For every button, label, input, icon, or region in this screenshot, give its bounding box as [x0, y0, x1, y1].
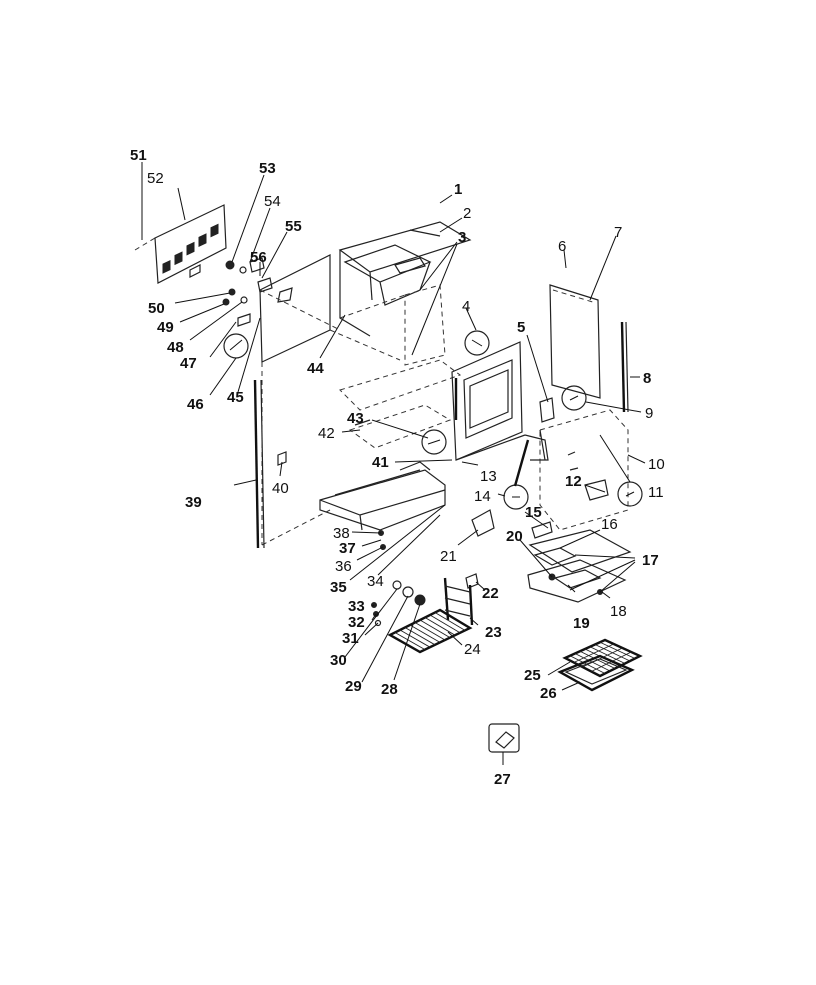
- label-39: 39: [185, 494, 202, 511]
- label-2: 2: [463, 205, 471, 222]
- label-7: 7: [614, 224, 622, 241]
- label-34: 34: [367, 573, 384, 590]
- trim-strip-left: [253, 379, 287, 549]
- label-8: 8: [643, 370, 651, 387]
- label-38: 38: [333, 525, 350, 542]
- label-40: 40: [272, 480, 289, 497]
- label-9: 9: [645, 405, 653, 422]
- label-56: 56: [250, 249, 267, 266]
- label-29: 29: [345, 678, 362, 695]
- label-46: 46: [187, 396, 204, 413]
- door-hinge: [524, 397, 555, 461]
- label-22: 22: [482, 585, 499, 602]
- leader-lines: [141, 162, 646, 765]
- cabinet-frame: [259, 254, 401, 546]
- label-21: 21: [440, 548, 457, 565]
- label-48: 48: [167, 339, 184, 356]
- control-components: [222, 257, 293, 327]
- label-6: 6: [558, 238, 566, 255]
- rack-support: [443, 577, 474, 626]
- label-54: 54: [264, 193, 281, 210]
- label-37: 37: [339, 540, 356, 557]
- back-panel: [339, 284, 462, 411]
- label-23: 23: [485, 624, 502, 641]
- label-43: 43: [347, 410, 364, 427]
- label-50: 50: [148, 300, 165, 317]
- label-28: 28: [381, 681, 398, 698]
- label-11: 11: [648, 484, 664, 501]
- broiler-drawer: [319, 461, 446, 531]
- label-12: 12: [565, 473, 582, 490]
- label-32: 32: [348, 614, 365, 631]
- label-4: 4: [462, 298, 470, 315]
- broiler-pan: [557, 638, 643, 692]
- lower-side-panel: [539, 409, 629, 531]
- label-5: 5: [517, 319, 525, 336]
- label-53: 53: [259, 160, 276, 177]
- label-47: 47: [180, 355, 197, 372]
- label-18: 18: [610, 603, 627, 620]
- label-27: 27: [494, 771, 511, 788]
- oven-rack: [387, 608, 473, 654]
- label-52: 52: [147, 170, 164, 187]
- label-15: 15: [525, 504, 542, 521]
- label-36: 36: [335, 558, 352, 575]
- top-panel: [338, 221, 472, 337]
- label-55: 55: [285, 218, 302, 235]
- oven-door: [451, 341, 526, 461]
- label-31: 31: [342, 630, 359, 647]
- label-24: 24: [464, 641, 481, 658]
- trim-strip-right: [620, 321, 629, 413]
- label-3: 3: [458, 229, 466, 246]
- label-13: 13: [480, 468, 497, 485]
- label-49: 49: [157, 319, 174, 336]
- label-44: 44: [307, 360, 324, 377]
- label-45: 45: [227, 389, 244, 406]
- label-51: 51: [130, 147, 147, 164]
- bracket: [465, 509, 495, 589]
- label-33: 33: [348, 598, 365, 615]
- burner-assembly: [527, 521, 632, 603]
- label-42: 42: [318, 425, 335, 442]
- side-panel: [549, 284, 601, 399]
- control-panel: [134, 204, 227, 284]
- literature-packet: [488, 723, 520, 753]
- label-30: 30: [330, 652, 347, 669]
- label-35: 35: [330, 579, 347, 596]
- label-19: 19: [573, 615, 590, 632]
- part-labels: 51 52 53 54 55 56 50 49 48 47 46 45 44 1…: [130, 147, 665, 788]
- label-25: 25: [524, 667, 541, 684]
- label-20: 20: [506, 528, 523, 545]
- label-16: 16: [601, 516, 618, 533]
- label-41: 41: [372, 454, 389, 471]
- label-1: 1: [454, 181, 462, 198]
- callout-circles: [223, 330, 643, 510]
- label-17: 17: [642, 552, 659, 569]
- label-26: 26: [540, 685, 557, 702]
- oven-bottom: [348, 404, 452, 449]
- label-14: 14: [474, 488, 491, 505]
- label-10: 10: [648, 456, 665, 473]
